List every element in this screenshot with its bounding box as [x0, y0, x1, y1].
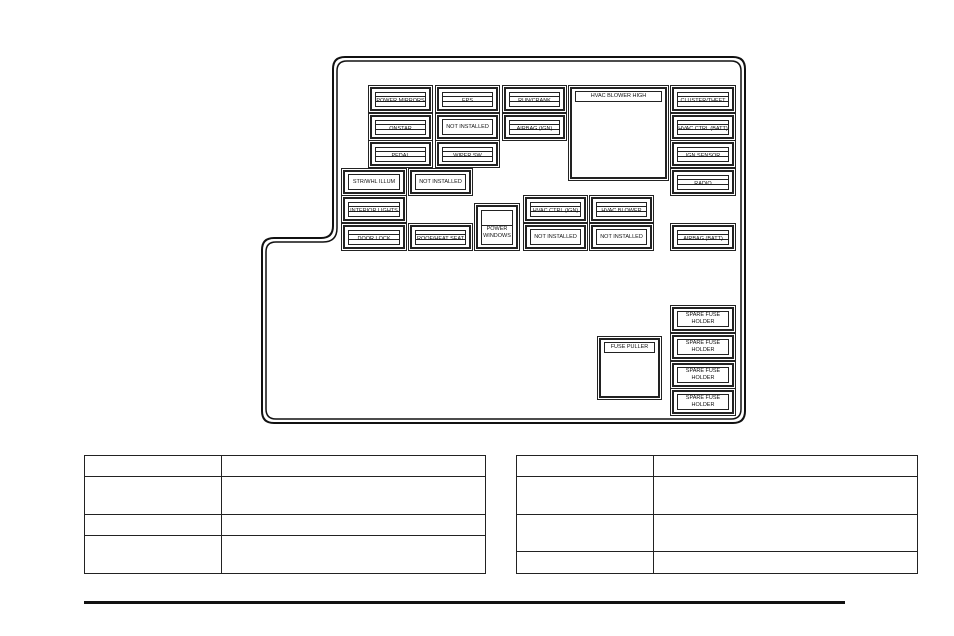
fuse-onstar: ONSTAR — [368, 113, 433, 141]
table-cell-usage — [221, 455, 486, 477]
fuse-label: SPARE FUSE HOLDER — [677, 367, 729, 383]
fuse-ign-sensor: IGN SENSOR — [670, 140, 736, 168]
fuse-airbag-ign: AIRBAG (IGN) — [502, 113, 567, 141]
fuse-spare-fuse-holder: SPARE FUSE HOLDER — [670, 333, 736, 361]
table-cell-usage — [221, 535, 486, 574]
fuse-label: STR/WHL ILLUM — [348, 174, 400, 190]
fuse-hvac-blower-high: HVAC BLOWER HIGH — [568, 85, 669, 181]
fuse-label: SPARE FUSE HOLDER — [677, 311, 729, 327]
table-cell-fuse — [515, 476, 655, 515]
table-row — [83, 455, 486, 477]
table-cell-fuse — [83, 514, 223, 536]
table-row — [515, 514, 918, 552]
fuse-label: NOT INSTALLED — [442, 119, 493, 135]
fuse-label: AIRBAG (BATT) — [677, 234, 729, 245]
fuse-label: HVAC CTRL (BATT) — [677, 124, 729, 135]
fuse-run-crank: RUN/CRANK — [502, 85, 567, 113]
table-cell-usage — [653, 476, 918, 515]
fuse-label: RADIO — [677, 179, 729, 190]
fuse-interior-lights: INTERIOR LIGHTS — [341, 195, 407, 223]
table-cell-usage — [221, 514, 486, 536]
fuse-str-whl-illum: STR/WHL ILLUM — [341, 168, 407, 196]
fuse-label: CLUSTER/THEFT — [677, 96, 729, 107]
fuse-label: NOT INSTALLED — [530, 229, 581, 245]
table-row — [83, 476, 486, 515]
fuse-label: HVAC CTRL (IGN) — [530, 206, 581, 217]
fuse-power-windows: POWER WINDOWS — [474, 203, 520, 251]
fuse-power-mirrors: POWER MIRRORS — [368, 85, 433, 113]
fuse-not-installed: NOT INSTALLED — [435, 113, 500, 141]
table-cell-fuse — [515, 455, 655, 477]
fuse-label: SPARE FUSE HOLDER — [677, 394, 729, 410]
fuse-hvac-ctrl-batt: HVAC CTRL (BATT) — [670, 113, 736, 141]
fuse-fuse-puller: FUSE PULLER — [597, 336, 662, 400]
fuse-spare-fuse-holder: SPARE FUSE HOLDER — [670, 361, 736, 389]
fuse-not-installed: NOT INSTALLED — [589, 223, 654, 251]
table-cell-usage — [653, 514, 918, 552]
relay-slot — [481, 210, 513, 226]
fuse-label: AIRBAG (IGN) — [509, 124, 560, 135]
table-cell-usage — [653, 455, 918, 477]
table-row — [83, 514, 486, 536]
fuse-spare-fuse-holder: SPARE FUSE HOLDER — [670, 305, 736, 333]
fuse-label: SPARE FUSE HOLDER — [677, 339, 729, 355]
fuse-table-right — [515, 455, 918, 574]
fuse-cluster-theft: CLUSTER/THEFT — [670, 85, 736, 113]
fuse-label: HVAC BLOWER — [596, 206, 647, 217]
fuse-airbag-batt: AIRBAG (BATT) — [670, 223, 736, 251]
fuse-label: ONSTAR — [375, 124, 426, 135]
fuse-label: NOT INSTALLED — [415, 174, 466, 190]
footer-rule — [84, 601, 845, 604]
fuse-label: DOOR LOCK — [348, 234, 400, 245]
fuse-label: PEDAL — [375, 151, 426, 162]
table-cell-usage — [653, 551, 918, 574]
table-cell-fuse — [515, 551, 655, 574]
fuse-table-left — [83, 455, 486, 574]
fuse-eps: EPS — [435, 85, 500, 113]
fuse-wiper-sw: WIPER SW — [435, 140, 500, 168]
fuse-not-installed: NOT INSTALLED — [408, 168, 473, 196]
fuse-label: POWER WINDOWS — [481, 225, 513, 245]
fuse-hvac-ctrl-ign: HVAC CTRL (IGN) — [523, 195, 588, 223]
fuse-label: IGN SENSOR — [677, 151, 729, 162]
fuse-radio: RADIO — [670, 168, 736, 196]
fuse-label: POWER MIRRORS — [375, 96, 426, 107]
fuse-label: RUN/CRANK — [509, 96, 560, 107]
fuse-door-lock: DOOR LOCK — [341, 223, 407, 251]
fuse-label: EPS — [442, 96, 493, 107]
table-cell-fuse — [83, 476, 223, 515]
fuse-not-installed: NOT INSTALLED — [523, 223, 588, 251]
table-cell-usage — [221, 476, 486, 515]
fuse-pedal: PEDAL — [368, 140, 433, 168]
table-cell-fuse — [515, 514, 655, 552]
table-cell-fuse — [83, 455, 223, 477]
table-row — [515, 476, 918, 515]
table-row — [515, 455, 918, 477]
table-cell-fuse — [83, 535, 223, 574]
fuse-label: FUSE PULLER — [604, 342, 655, 353]
table-row — [515, 551, 918, 574]
table-row — [83, 535, 486, 574]
fuse-hvac-blower: HVAC BLOWER — [589, 195, 654, 223]
fuse-roof-heat-seat: ROOF/HEAT SEAT — [408, 223, 473, 251]
fuse-spare-fuse-holder: SPARE FUSE HOLDER — [670, 388, 736, 416]
fuse-label: HVAC BLOWER HIGH — [575, 91, 662, 102]
fuse-label: INTERIOR LIGHTS — [348, 206, 400, 217]
fuse-label: ROOF/HEAT SEAT — [415, 234, 466, 245]
fuse-label: NOT INSTALLED — [596, 229, 647, 245]
fuse-label: WIPER SW — [442, 151, 493, 162]
